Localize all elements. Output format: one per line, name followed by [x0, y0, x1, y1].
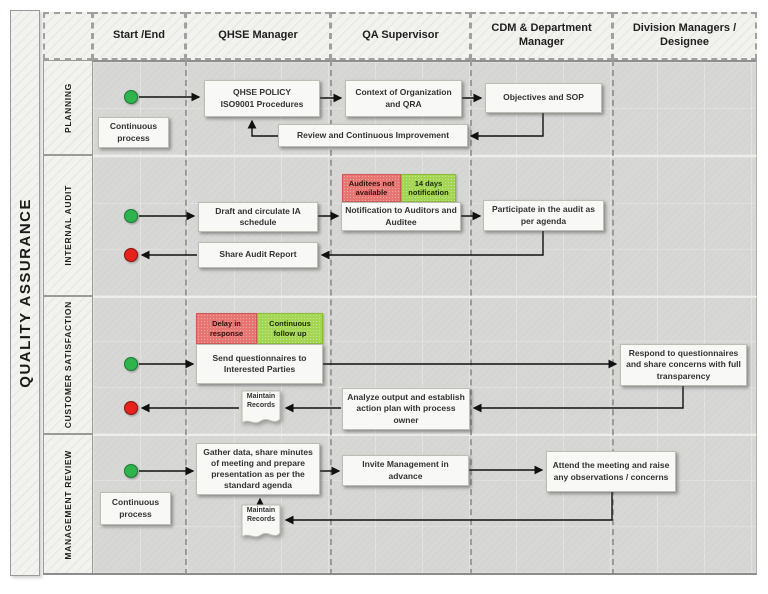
step-share-audit-report: Share Audit Report	[198, 242, 318, 268]
step-gather-data: Gather data, share minutes of meeting an…	[196, 443, 320, 495]
lane-label-management-review: MANAGEMENT REVIEW	[43, 434, 93, 575]
step-qhse-policy: QHSE POLICY ISO9001 Procedures	[204, 80, 320, 117]
badge-auditees-not-available: Auditees not available	[342, 174, 401, 202]
column-separator	[185, 60, 187, 575]
header-qhse-manager: QHSE Manager	[185, 12, 331, 60]
header-qa-supervisor: QA Supervisor	[330, 12, 471, 60]
step-analyze-output: Analyze output and establish action plan…	[342, 388, 470, 430]
lane-label-internal-audit: INTERNAL AUDIT	[43, 155, 93, 296]
step-notification-to-auditors: Notification to Auditors and Auditee	[341, 202, 461, 231]
column-separator	[330, 60, 332, 575]
diagram-title: QUALITY ASSURANCE	[16, 198, 34, 388]
badge-14-days-notification: 14 days notification	[401, 174, 456, 202]
badge-continuous-follow-up: Continuous follow up	[257, 313, 323, 344]
header-cdm-department-manager: CDM & Department Manager	[470, 12, 613, 60]
document-maintain-records-cs: Maintain Records	[240, 390, 282, 428]
end-dot-internal-audit	[124, 248, 138, 262]
document-maintain-records-mr: Maintain Records	[240, 504, 282, 542]
header-division-managers: Division Managers / Designee	[612, 12, 757, 60]
start-dot-internal-audit	[124, 209, 138, 223]
badge-delay-in-response: Delay in response	[196, 313, 257, 344]
end-dot-customer-satisfaction	[124, 401, 138, 415]
column-separator	[470, 60, 472, 575]
step-context-of-organization: Context of Organization and QRA	[345, 80, 462, 117]
step-objectives-and-sop: Objectives and SOP	[485, 83, 602, 113]
note-continuous-process-review: Continuous process	[100, 492, 171, 525]
note-continuous-process-planning: Continuous process	[98, 117, 169, 148]
diagram-title-strip: QUALITY ASSURANCE	[10, 10, 40, 576]
table-bottom-edge	[43, 573, 757, 575]
lane-label-customer-satisfaction: CUSTOMER SATISFACTION	[43, 296, 93, 434]
header-corner-cell	[43, 12, 93, 60]
step-respond-to-questionnaires: Respond to questionnaires and share conc…	[620, 344, 747, 386]
header-start-end: Start /End	[92, 12, 186, 60]
step-attend-meeting: Attend the meeting and raise any observa…	[546, 451, 676, 492]
step-send-questionnaires: Send questionnaires to Interested Partie…	[196, 344, 323, 384]
start-dot-planning	[124, 90, 138, 104]
lane-label-planning: PLANNING	[43, 60, 93, 155]
step-draft-ia-schedule: Draft and circulate IA schedule	[198, 202, 318, 232]
start-dot-customer-satisfaction	[124, 357, 138, 371]
step-invite-management: Invite Management in advance	[342, 455, 469, 486]
step-review-continuous-improvement: Review and Continuous Improvement	[278, 124, 468, 147]
start-dot-management-review	[124, 464, 138, 478]
step-participate-in-audit: Participate in the audit as per agenda	[483, 200, 604, 231]
column-separator	[612, 60, 614, 575]
